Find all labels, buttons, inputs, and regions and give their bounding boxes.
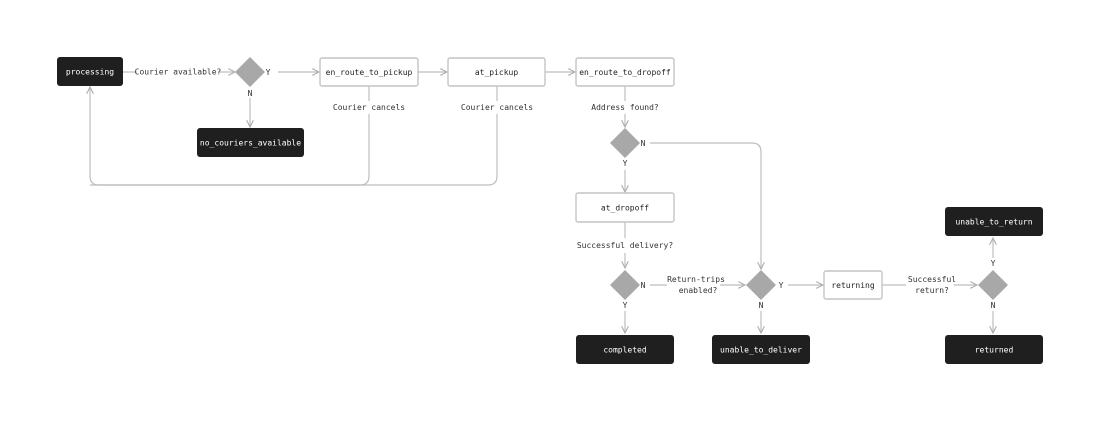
node-unable-to-deliver-label: unable_to_deliver	[720, 346, 802, 355]
node-at-dropoff-label: at_dropoff	[601, 204, 649, 213]
edge-cancel-2-loop	[90, 87, 498, 186]
decision-courier-available	[235, 57, 265, 87]
label-successful-return-line1: Successful	[908, 275, 956, 284]
node-en-route-to-pickup: en_route_to_pickup	[319, 57, 419, 87]
node-en-route-to-dropoff-label: en_route_to_dropoff	[579, 68, 671, 77]
edge-decision-address-n	[650, 142, 761, 269]
label-return-trips-yes: Y	[779, 281, 784, 290]
label-return-trips-line1: Return-trips	[667, 275, 725, 284]
label-return-trips-no: N	[759, 301, 764, 310]
decision-successful-return	[978, 270, 1008, 300]
label-successful-delivery: Successful delivery?	[577, 241, 674, 250]
node-returned-label: returned	[975, 346, 1014, 355]
node-unable-to-return-label: unable_to_return	[955, 218, 1032, 227]
edge-labels: Courier available? Y N Courier cancels C…	[135, 68, 996, 311]
label-successful-return-line2: return?	[915, 286, 949, 295]
label-address-found: Address found?	[591, 103, 659, 112]
label-return-trips-line2: enabled?	[679, 286, 718, 295]
label-courier-cancels-2: Courier cancels	[461, 103, 533, 112]
node-returned: returned	[945, 335, 1043, 364]
label-successful-delivery-yes: Y	[623, 301, 628, 310]
decision-address-found	[610, 128, 640, 158]
node-en-route-to-dropoff: en_route_to_dropoff	[575, 57, 675, 87]
label-courier-cancels-1: Courier cancels	[333, 103, 405, 112]
node-at-pickup-label: at_pickup	[475, 68, 519, 77]
label-courier-available-no: N	[248, 89, 253, 98]
node-no-couriers-available: no_couriers_available	[197, 128, 304, 157]
node-unable-to-deliver: unable_to_deliver	[712, 335, 810, 364]
decision-successful-delivery	[610, 270, 640, 300]
node-returning-label: returning	[831, 281, 875, 290]
node-processing: processing	[57, 57, 123, 86]
edges	[90, 72, 993, 333]
label-successful-delivery-no: N	[641, 281, 646, 290]
label-courier-available: Courier available?	[135, 68, 222, 77]
node-completed-label: completed	[603, 346, 647, 355]
node-completed: completed	[576, 335, 674, 364]
decision-return-trips-enabled	[746, 270, 776, 300]
label-courier-available-yes: Y	[266, 68, 271, 77]
label-address-found-yes: Y	[623, 159, 628, 168]
node-at-dropoff: at_dropoff	[575, 192, 675, 223]
label-successful-return-no: N	[991, 301, 996, 310]
label-address-found-no: N	[641, 139, 646, 148]
node-no-couriers-available-label: no_couriers_available	[200, 139, 301, 148]
node-processing-label: processing	[66, 68, 114, 77]
node-en-route-to-pickup-label: en_route_to_pickup	[326, 68, 413, 77]
node-unable-to-return: unable_to_return	[945, 207, 1043, 236]
node-returning: returning	[823, 270, 883, 300]
label-successful-return-yes: Y	[991, 259, 996, 268]
node-at-pickup: at_pickup	[447, 57, 546, 87]
